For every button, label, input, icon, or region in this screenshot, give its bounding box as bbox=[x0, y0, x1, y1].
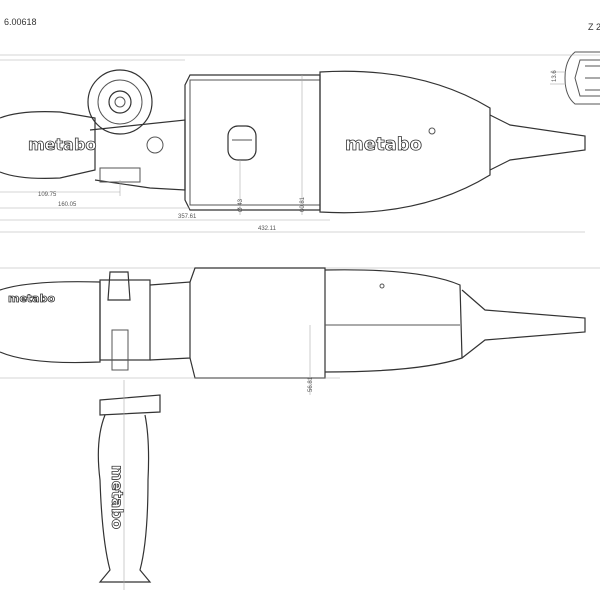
dim-432: 432.11 bbox=[258, 226, 277, 232]
side-view: metabo 56.81 metabo bbox=[0, 267, 600, 590]
dim-109: 109.75 bbox=[38, 192, 57, 198]
dim-357: 357.61 bbox=[178, 214, 197, 220]
dim-height-side: 56.81 bbox=[308, 376, 314, 392]
article-number: 6.00618 bbox=[4, 17, 37, 27]
dim-diameter: Ø 43 bbox=[238, 198, 244, 212]
detail-dimension: 13.6 bbox=[552, 70, 558, 82]
detail-label: Z 2 bbox=[588, 22, 600, 32]
brand-logo-body: metabo bbox=[345, 134, 422, 155]
brand-logo-head: metabo bbox=[28, 135, 96, 154]
top-view: metabo metabo 109.75 160.05 357.61 432.1… bbox=[0, 54, 600, 233]
dim-height-top: 60.81 bbox=[300, 196, 306, 212]
detail-view-z2: 13.6 bbox=[550, 51, 600, 105]
dim-160: 160.05 bbox=[58, 202, 77, 208]
brand-logo-handle: metabo bbox=[108, 465, 126, 529]
brand-logo-side: metabo bbox=[8, 292, 55, 305]
